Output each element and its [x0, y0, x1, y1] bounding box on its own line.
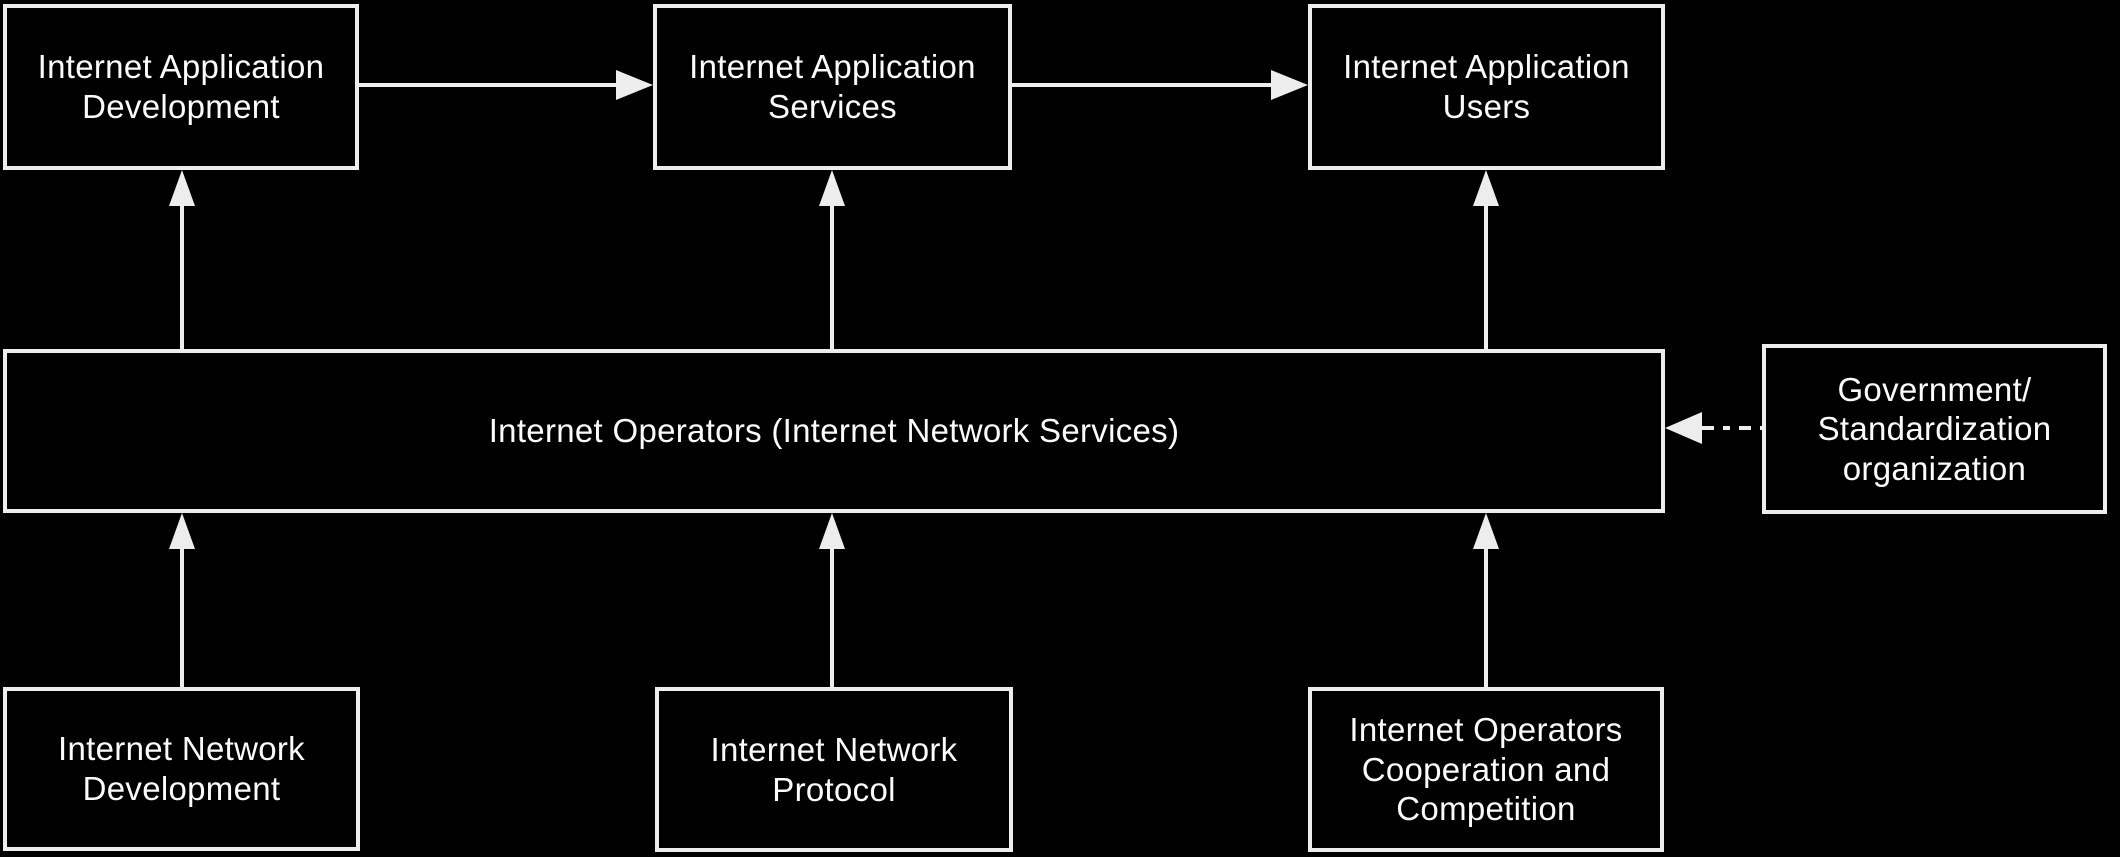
arrow-netdev-to-operators-line: [180, 548, 184, 687]
arrow-services-to-users-line: [1012, 83, 1271, 87]
node-internet-application-development: Internet Application Development: [3, 4, 359, 170]
node-label: Internet Application Development: [37, 48, 325, 125]
arrow-appdev-to-services-line: [359, 83, 617, 87]
arrow-operators-to-appdev-line: [180, 205, 184, 349]
node-government-standardization: Government/ Standardization organization: [1762, 344, 2107, 514]
arrow-coop-to-operators-line: [1484, 548, 1488, 687]
arrow-operators-to-appdev-head-icon: [169, 170, 195, 206]
node-label: Internet Application Users: [1343, 48, 1630, 125]
node-label: Internet Operators (Internet Network Ser…: [488, 412, 1180, 450]
arrow-operators-to-services-line: [830, 205, 834, 349]
arrow-services-to-users-head-icon: [1271, 70, 1308, 100]
arrow-appdev-to-services-head-icon: [616, 70, 653, 100]
arrow-protocol-to-operators-head-icon: [819, 513, 845, 549]
node-label: Internet Operators Cooperation and Compe…: [1349, 711, 1623, 828]
arrow-netdev-to-operators-head-icon: [169, 513, 195, 549]
arrow-protocol-to-operators-line: [830, 548, 834, 687]
node-internet-application-users: Internet Application Users: [1308, 4, 1665, 170]
node-internet-application-services: Internet Application Services: [653, 4, 1012, 170]
node-label: Internet Network Protocol: [710, 730, 958, 808]
node-label: Internet Application Services: [689, 48, 976, 125]
arrow-government-to-operators-head-icon: [1665, 412, 1702, 444]
arrow-government-to-operators-dashline: [1702, 426, 1762, 430]
arrow-coop-to-operators-head-icon: [1473, 513, 1499, 549]
arrow-operators-to-users-line: [1484, 205, 1488, 349]
node-internet-network-development: Internet Network Development: [3, 687, 360, 851]
node-internet-network-protocol: Internet Network Protocol: [655, 687, 1013, 852]
arrow-operators-to-services-head-icon: [819, 170, 845, 206]
node-internet-operators-cooperation: Internet Operators Cooperation and Compe…: [1308, 687, 1664, 852]
arrow-operators-to-users-head-icon: [1473, 170, 1499, 206]
node-internet-operators: Internet Operators (Internet Network Ser…: [3, 349, 1665, 513]
node-label: Internet Network Development: [58, 730, 305, 807]
node-label: Government/ Standardization organization: [1817, 370, 2052, 487]
